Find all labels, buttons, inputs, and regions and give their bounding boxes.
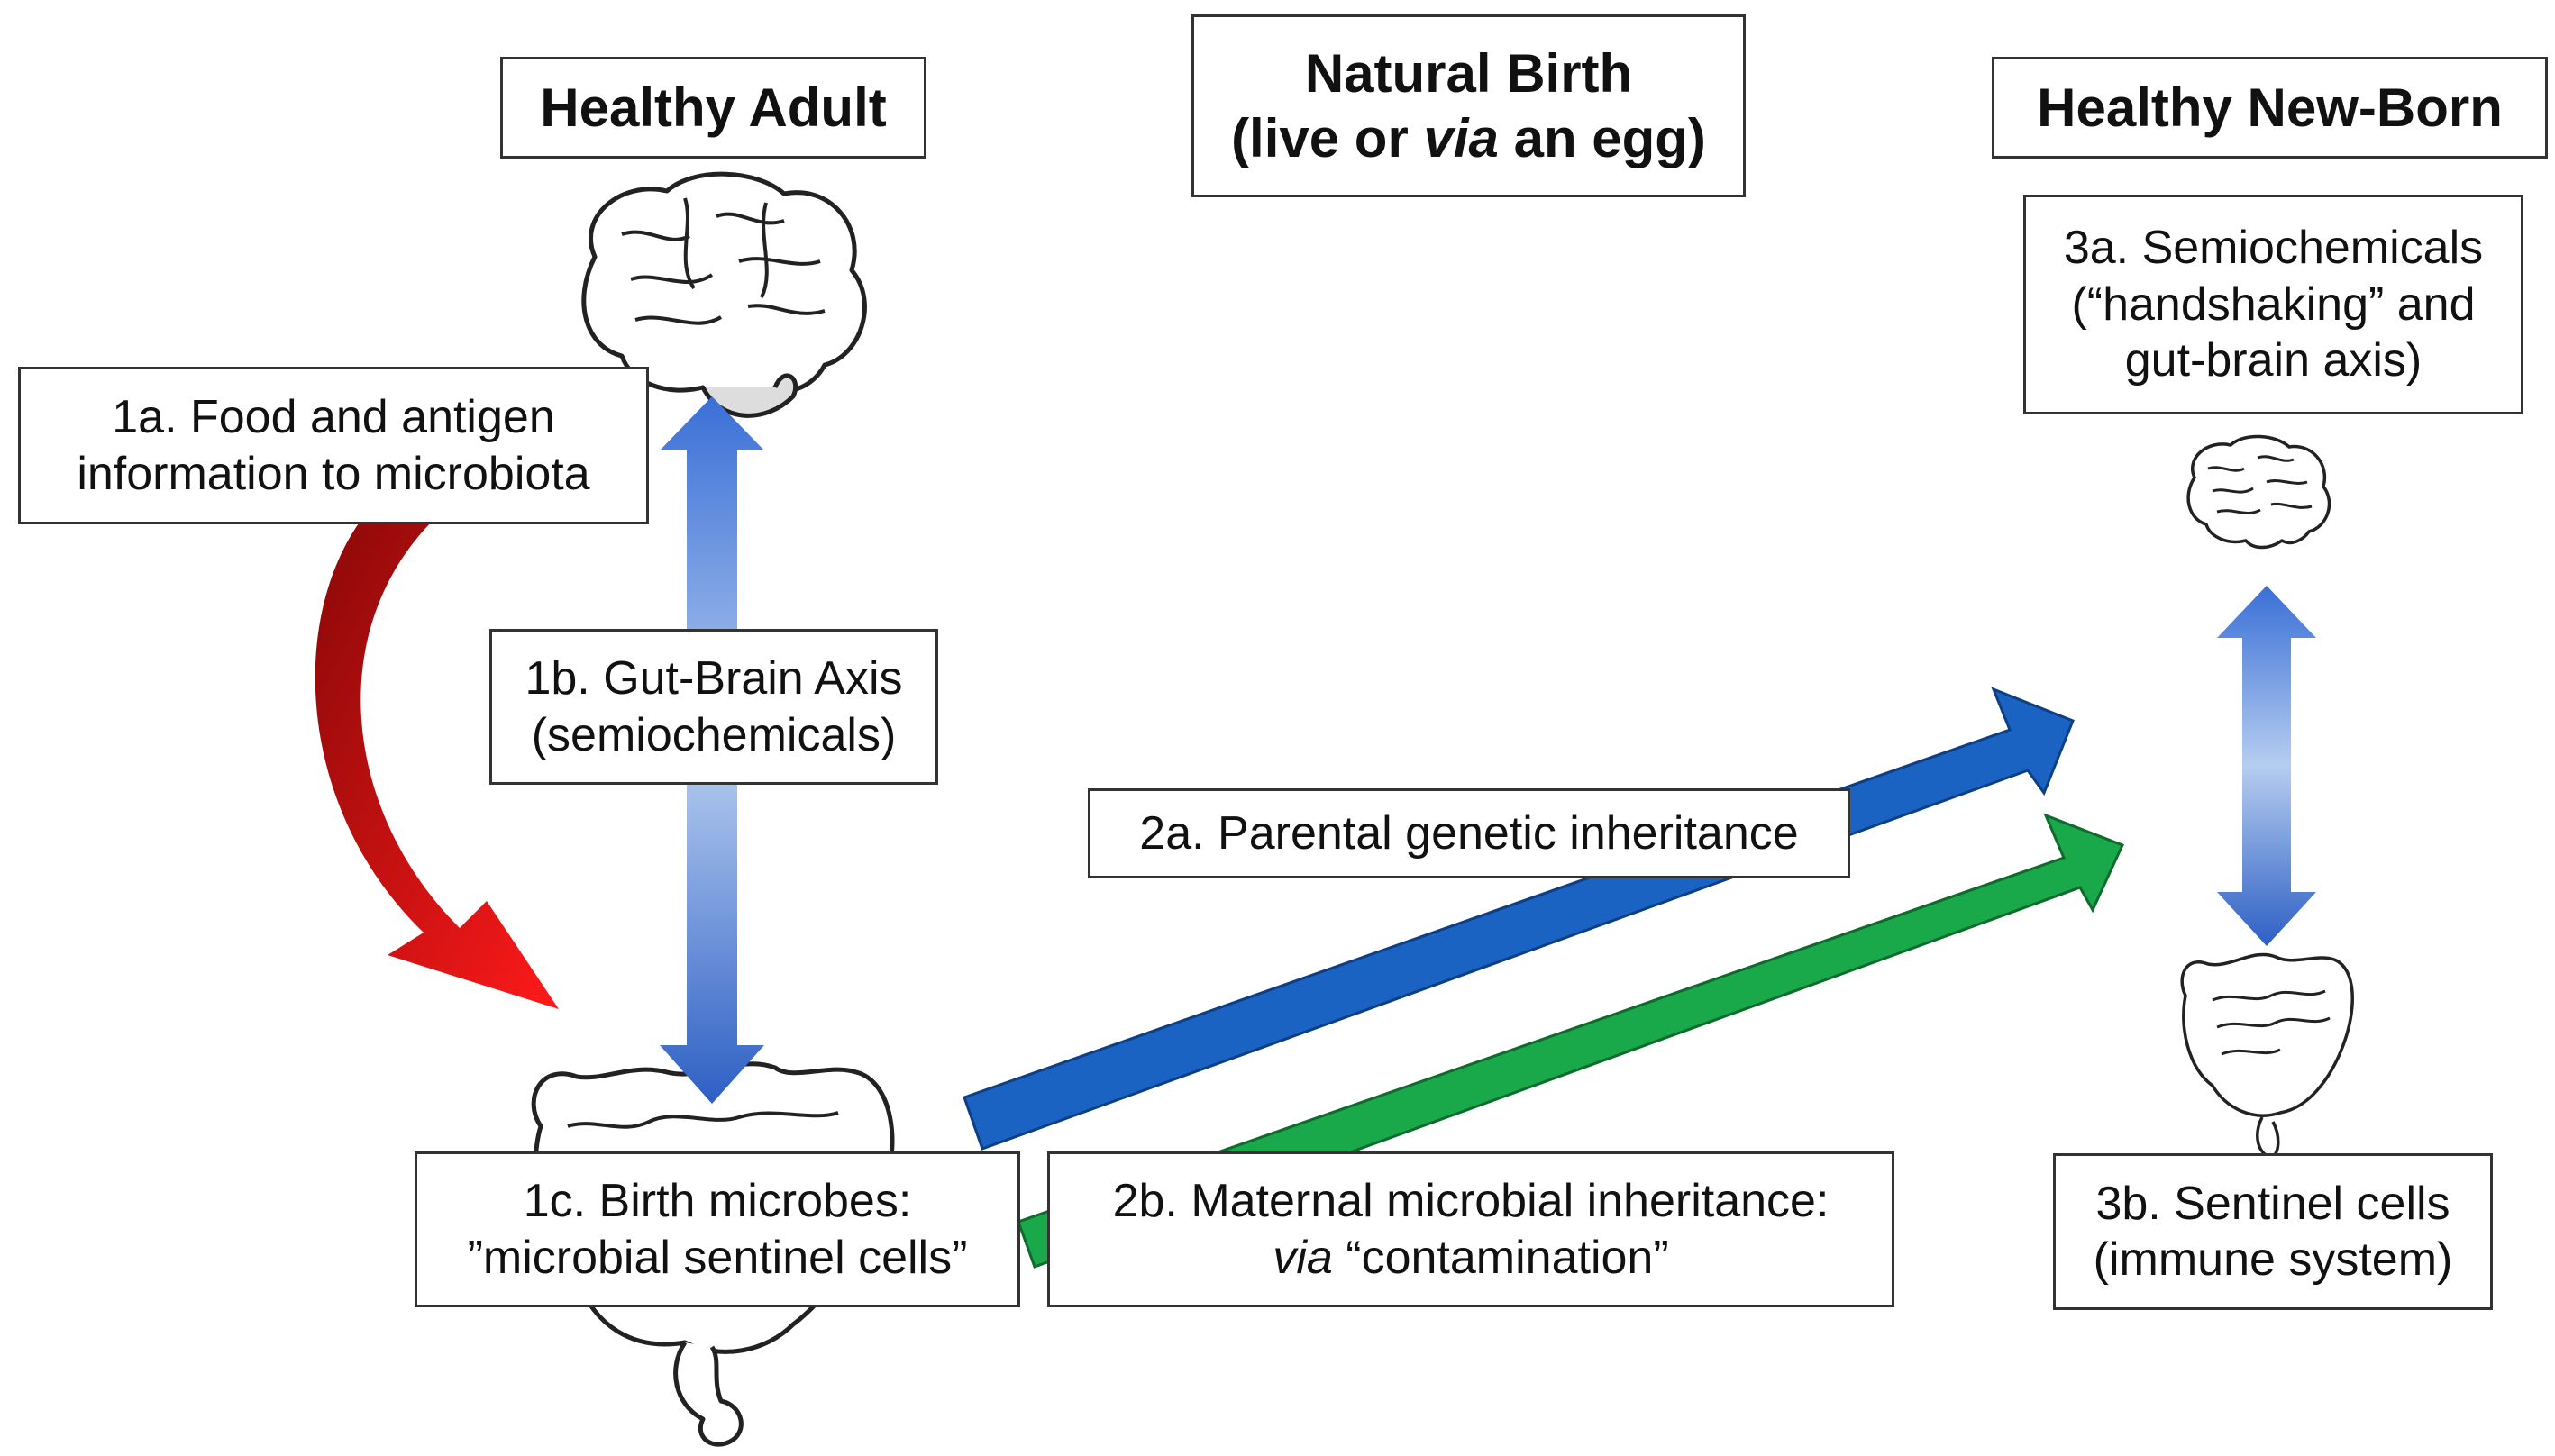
natural-birth-line2-pre: (live or <box>1231 107 1424 168</box>
healthy-adult-text: Healthy Adult <box>540 77 887 138</box>
label-3a-line3: gut-brain axis) <box>2124 334 2423 387</box>
label-2a: 2a. Parental genetic inheritance <box>1088 788 1850 878</box>
label-3b: 3b. Sentinel cells (immune system) <box>2053 1153 2493 1310</box>
label-1a-line2: information to microbiota <box>77 447 590 500</box>
natural-birth-header: Natural Birth (live or via an egg) <box>1191 14 1746 197</box>
label-1b: 1b. Gut-Brain Axis (semiochemicals) <box>489 629 938 785</box>
healthy-adult-header: Healthy Adult <box>500 57 926 159</box>
label-1c-line1: 1c. Birth microbes: <box>523 1175 912 1228</box>
natural-birth-line2: (live or via an egg) <box>1231 106 1706 171</box>
label-3b-line2: (immune system) <box>2093 1233 2453 1286</box>
newborn-gut-brain-arrow <box>2217 586 2316 946</box>
label-2b-line2-italic: via <box>1273 1231 1333 1284</box>
natural-birth-line2-post: an egg) <box>1498 107 1706 168</box>
healthy-newborn-header: Healthy New-Born <box>1992 57 2548 159</box>
label-1b-line1: 1b. Gut-Brain Axis <box>525 652 903 705</box>
label-1c-line2: ”microbial sentinel cells” <box>467 1231 968 1284</box>
label-2a-text: 2a. Parental genetic inheritance <box>1139 806 1799 860</box>
adult-brain-icon <box>581 171 867 418</box>
label-3a-line1: 3a. Semiochemicals <box>2063 222 2484 275</box>
label-2b: 2b. Maternal microbial inheritance: via … <box>1047 1151 1894 1307</box>
natural-birth-line2-italic: via <box>1423 107 1499 168</box>
label-1a: 1a. Food and antigen information to micr… <box>18 367 649 524</box>
label-2b-line2: via “contamination” <box>1273 1230 1668 1286</box>
newborn-brain-icon <box>2186 434 2331 550</box>
label-2b-line2-post: “contamination” <box>1332 1231 1669 1284</box>
label-2b-line1: 2b. Maternal microbial inheritance: <box>1112 1175 1830 1228</box>
newborn-intestine-icon <box>2180 952 2354 1160</box>
label-1a-line1: 1a. Food and antigen <box>112 391 555 444</box>
label-3a: 3a. Semiochemicals (“handshaking” and gu… <box>2023 195 2523 414</box>
label-1b-line2: (semiochemicals) <box>531 708 897 761</box>
healthy-newborn-text: Healthy New-Born <box>2037 77 2503 138</box>
label-1c: 1c. Birth microbes: ”microbial sentinel … <box>415 1151 1020 1307</box>
natural-birth-line1: Natural Birth <box>1304 42 1633 104</box>
food-antigen-arrow <box>315 521 559 1009</box>
label-3b-line1: 3b. Sentinel cells <box>2095 1177 2450 1230</box>
label-3a-line2: (“handshaking” and <box>2071 278 2476 331</box>
parental-genetic-arrow <box>963 687 2075 1151</box>
